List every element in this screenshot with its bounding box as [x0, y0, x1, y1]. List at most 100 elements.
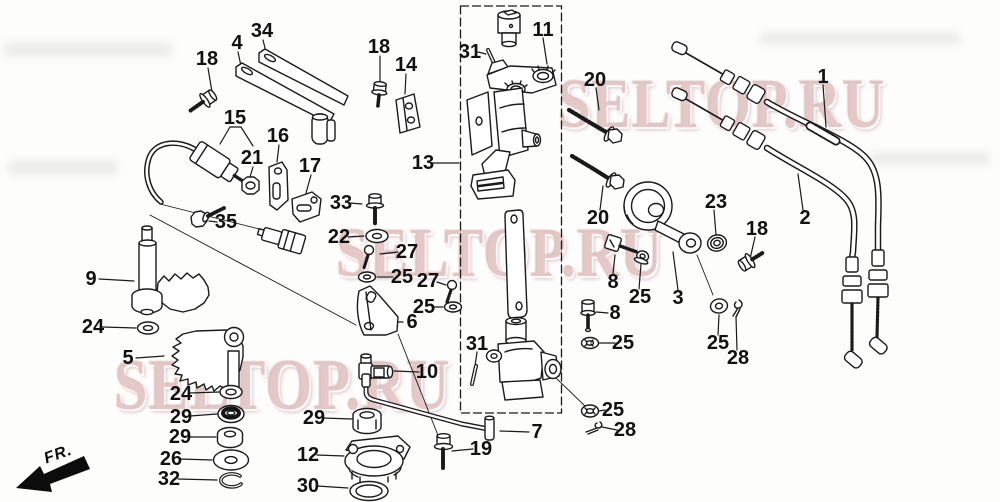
- screw-27-a: [362, 244, 375, 270]
- part-label-20: 20: [583, 69, 607, 91]
- bolt-18-a: [188, 89, 218, 113]
- bracket-14: [395, 93, 421, 134]
- throttle-cable-2: [671, 87, 863, 369]
- part-label-18: 18: [195, 48, 219, 70]
- lever-12: [344, 435, 411, 484]
- part-label-29: 29: [169, 406, 193, 428]
- scan-ghost: [870, 152, 990, 165]
- washer-25-d: [709, 298, 729, 314]
- lower-body: [485, 316, 562, 401]
- bolt-8-a: [603, 233, 639, 254]
- pin-31-a: [486, 48, 496, 65]
- part-label-35: 35: [214, 211, 238, 233]
- part-label-18: 18: [367, 36, 391, 58]
- bolt-20-a: [566, 107, 623, 144]
- part-label-1: 1: [817, 66, 829, 88]
- bolt-19: [433, 433, 454, 470]
- part-label-30: 30: [296, 475, 320, 497]
- part-label-29: 29: [168, 426, 192, 448]
- rod-7: [361, 373, 495, 441]
- throttle-cable-1: [671, 41, 889, 355]
- washer-25-c: [580, 336, 600, 350]
- part-label-31: 31: [458, 41, 482, 63]
- part-label-14: 14: [394, 54, 418, 76]
- washer-22: [365, 228, 389, 244]
- part-label-2: 2: [799, 207, 811, 229]
- assembly-lines: [149, 203, 714, 444]
- bolt-18-b: [371, 81, 388, 108]
- part-label-23: 23: [704, 191, 728, 213]
- part-label-29: 29: [302, 407, 326, 429]
- cotter-pin-28-a: [732, 299, 743, 318]
- part-label-8: 8: [607, 271, 619, 293]
- dashed-assembly-box: [459, 5, 563, 414]
- bolt-18-c: [737, 250, 765, 272]
- part-label-17: 17: [298, 155, 322, 177]
- part-label-7: 7: [531, 421, 543, 443]
- bracket-11-13: [466, 59, 557, 200]
- part-label-24: 24: [81, 316, 105, 338]
- part-label-31: 31: [465, 333, 489, 355]
- part-label-6: 6: [406, 311, 418, 333]
- link-rod: [504, 209, 528, 319]
- bushing-29-a: [217, 404, 245, 424]
- part-label-10: 10: [415, 361, 439, 383]
- ring-30: [349, 480, 389, 502]
- nut-21: [241, 176, 260, 195]
- part-label-16: 16: [266, 125, 290, 147]
- cap-piece: [497, 9, 521, 48]
- bushing-29-c: [352, 407, 382, 435]
- cotter-pin-28-b: [585, 421, 603, 435]
- part-label-20: 20: [586, 207, 610, 229]
- pulley-arm-3: [623, 181, 702, 254]
- part-label-4: 4: [231, 32, 243, 54]
- pin-31-b: [470, 364, 478, 386]
- bolt-8-b: [580, 299, 596, 333]
- connector: [256, 226, 307, 255]
- washer-23: [706, 234, 728, 252]
- part-label-25: 25: [611, 332, 635, 354]
- part-label-28: 28: [726, 347, 750, 369]
- governor-shaft-9: [131, 225, 210, 316]
- part-label-24: 24: [169, 383, 193, 405]
- part-label-12: 12: [296, 444, 320, 466]
- snap-ring-32: [219, 472, 243, 489]
- part-label-25: 25: [706, 332, 730, 354]
- washer-24-b: [219, 384, 243, 400]
- part-label-3: 3: [672, 287, 684, 309]
- fr-arrow: [16, 456, 90, 492]
- part-label-25: 25: [412, 296, 436, 318]
- part-label-8: 8: [609, 302, 621, 324]
- screw-27-b: [445, 279, 458, 304]
- part-label-34: 34: [250, 20, 274, 42]
- washer-25-b: [443, 301, 463, 313]
- part-label-32: 32: [157, 468, 181, 490]
- part-label-9: 9: [85, 268, 97, 290]
- part-label-33: 33: [329, 192, 353, 214]
- bolt-33: [365, 193, 385, 226]
- bracket-6: [356, 285, 399, 336]
- part-label-5: 5: [122, 347, 134, 369]
- part-label-27: 27: [416, 270, 440, 292]
- scan-ghost: [8, 160, 118, 175]
- part-label-22: 22: [327, 226, 351, 248]
- part-label-25: 25: [628, 286, 652, 308]
- washer-24-a: [136, 321, 160, 335]
- part-label-15: 15: [223, 107, 247, 129]
- washer-25-nut: [633, 250, 650, 265]
- bracket-16: [268, 161, 289, 211]
- part-label-13: 13: [411, 152, 435, 174]
- stay-hinge: [311, 113, 336, 145]
- joint-10: [358, 353, 394, 380]
- stay-plate-4: [235, 62, 335, 124]
- cable-assy-15: [144, 140, 307, 255]
- leader-lines: [98, 37, 827, 489]
- washer-25-e: [580, 404, 600, 418]
- washer-26: [212, 449, 250, 471]
- bolt-35: [190, 206, 226, 228]
- washer-25-a: [357, 271, 377, 283]
- part-label-26: 26: [159, 448, 183, 470]
- part-label-19: 19: [469, 438, 493, 460]
